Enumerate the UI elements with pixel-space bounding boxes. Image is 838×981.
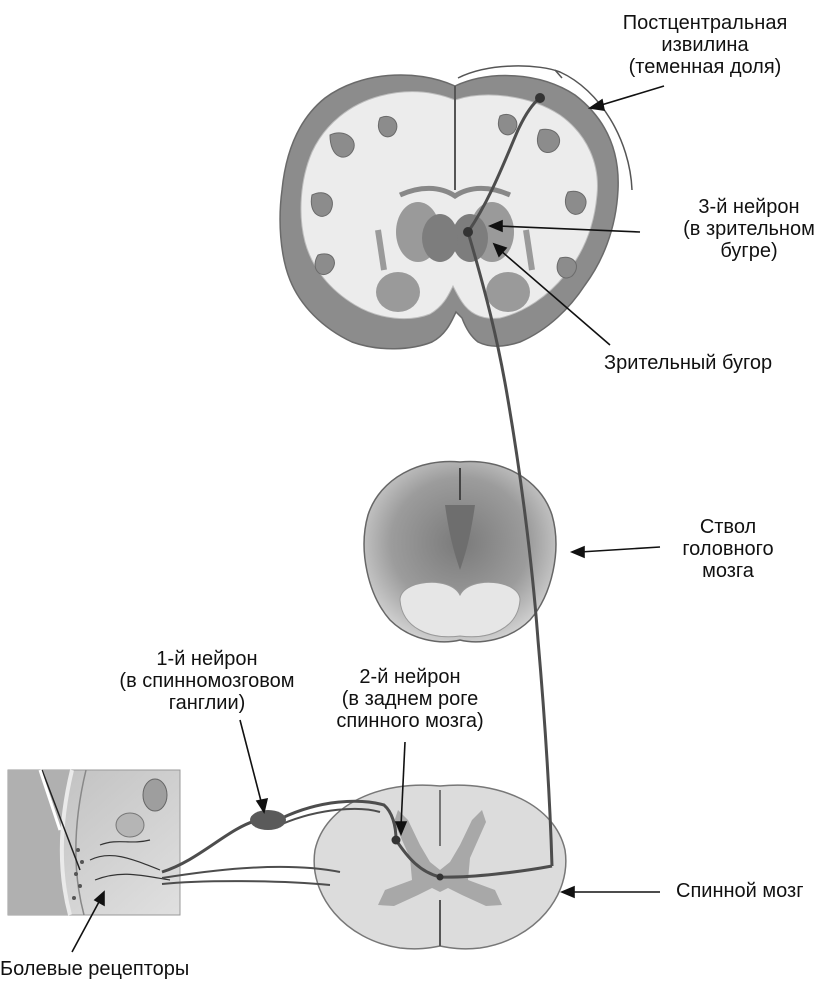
label-spinal-cord: Спинной мозг xyxy=(676,880,838,902)
cortical-neuron-body xyxy=(535,93,545,103)
label-thalamus: Зрительный бугор xyxy=(604,352,834,374)
label-postcentral-gyrus: Постцентральная извилина (теменная доля) xyxy=(592,12,818,78)
label-first-neuron: 1-й нейрон (в спинномозговом ганглии) xyxy=(98,648,316,714)
dorsal-root-ganglion xyxy=(250,810,286,830)
brain-white-matter xyxy=(301,92,597,319)
skin-receptor-panel xyxy=(8,770,180,915)
label-pain-receptors: Болевые рецепторы xyxy=(0,958,230,980)
label-second-neuron: 2-й нейрон (в заднем роге спинного мозга… xyxy=(312,666,508,732)
second-neuron-body xyxy=(392,836,401,845)
brain-coronal-section xyxy=(280,66,632,349)
label-brainstem: Ствол головного мозга xyxy=(668,516,788,582)
label-third-neuron: 3-й нейрон (в зрительном бугре) xyxy=(660,196,838,262)
brainstem-section xyxy=(364,461,556,641)
third-neuron-body xyxy=(463,227,473,237)
